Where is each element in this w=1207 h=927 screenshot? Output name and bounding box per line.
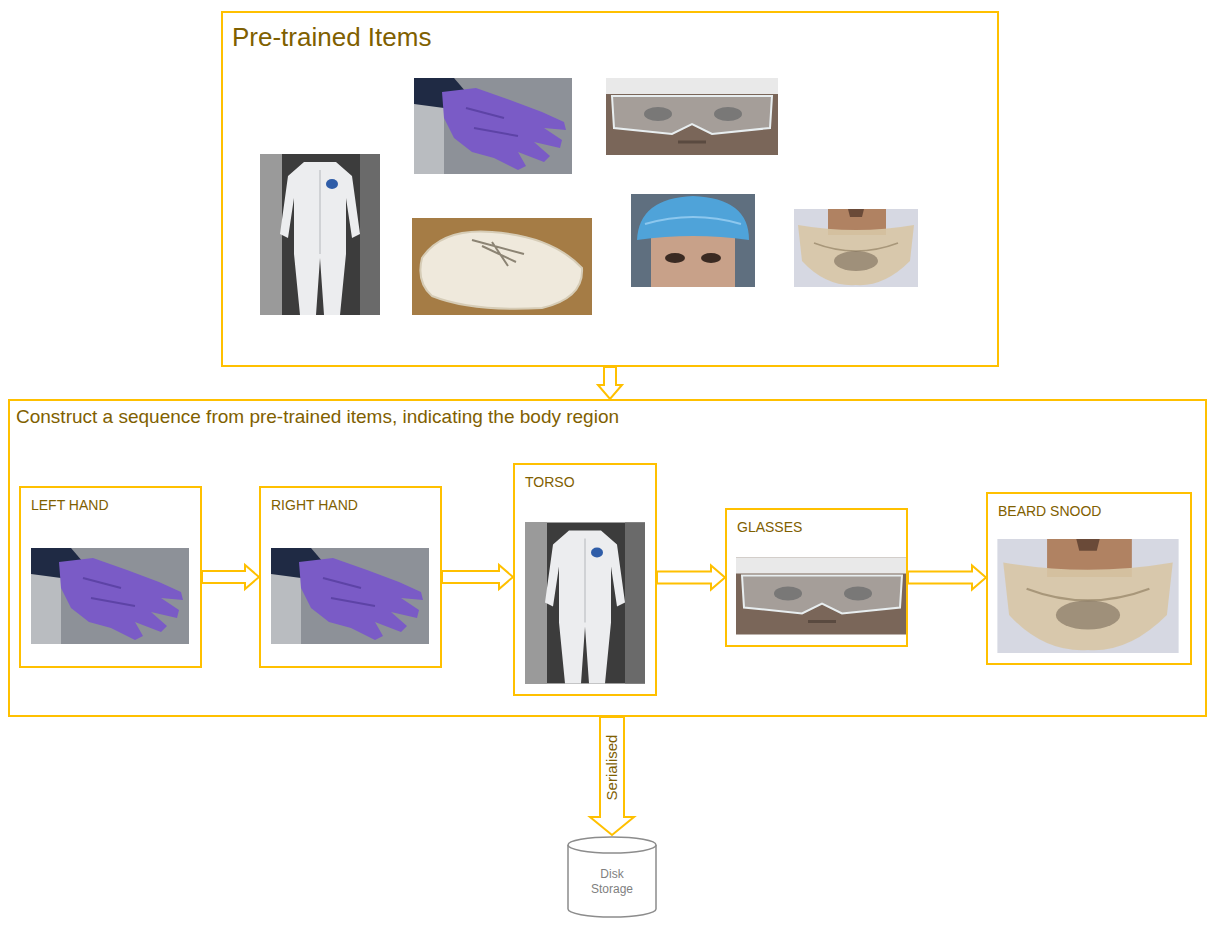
item-box: LEFT HAND [19,486,202,668]
hollow-arrow [657,566,725,590]
item-box: RIGHT HAND [259,486,442,668]
hollow-arrow [908,566,986,590]
suit-photo [525,523,645,684]
item-label: GLASSES [737,519,802,535]
group-box: Pre-trained Items [221,11,999,367]
glasses-photo [736,558,908,635]
suit-photo [260,154,380,315]
glasses-photo [606,78,778,155]
item-label: LEFT HAND [31,497,109,513]
item-box: BEARD SNOOD [986,492,1192,665]
hollow-arrow [590,717,634,835]
hairnet-photo [631,194,755,287]
group-heading: Construct a sequence from pre-trained it… [16,406,619,428]
storage-label: Disk Storage [584,867,640,897]
shoe-cover-photo [412,218,592,315]
hollow-arrow [442,565,513,589]
band-box: Construct a sequence from pre-trained it… [8,399,1207,717]
beard-snood-photo [794,209,918,287]
item-label: TORSO [525,474,575,490]
glove-photo [31,548,189,644]
item-label: RIGHT HAND [271,497,358,513]
edge-label: Serialised [604,734,621,800]
glove-photo [414,78,572,174]
hollow-arrow [202,565,259,589]
beard-snood-photo [997,539,1178,653]
disk-storage: Disk Storage [566,835,658,919]
item-label: BEARD SNOOD [998,503,1101,519]
glove-photo [271,548,429,644]
cylinder-top [568,837,656,853]
item-box: GLASSES [725,508,908,647]
item-box: TORSO [513,463,657,696]
hollow-arrow [598,367,622,399]
cylinder-body [568,845,656,917]
group-heading: Pre-trained Items [232,22,431,53]
